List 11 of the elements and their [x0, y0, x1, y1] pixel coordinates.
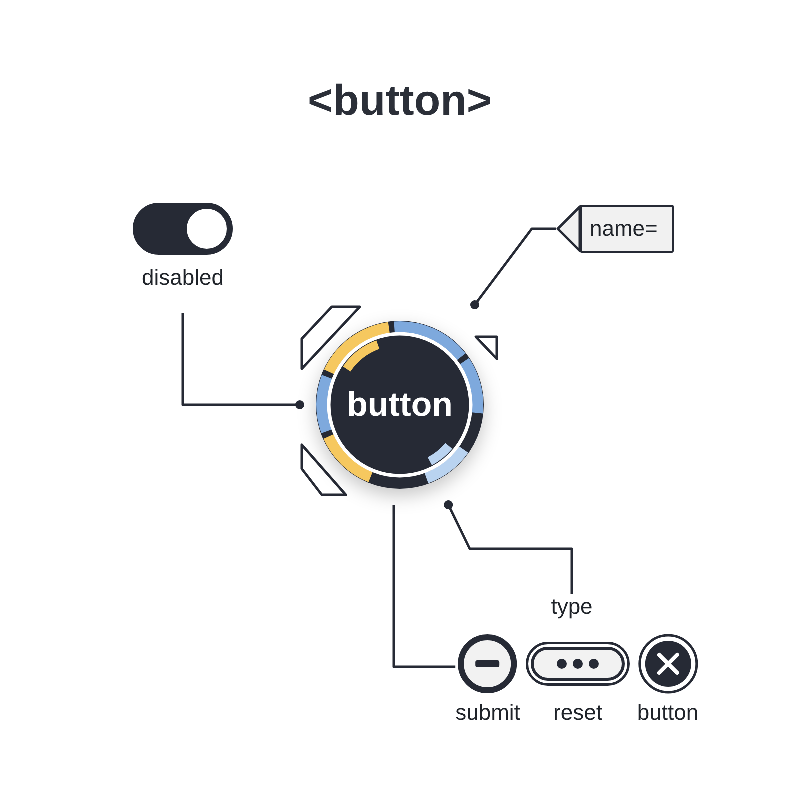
- button-label: button: [347, 385, 453, 425]
- leader-line: [392, 505, 456, 668]
- diagram-title: <button>: [308, 76, 492, 126]
- option-label: reset: [554, 700, 602, 726]
- attribute-label: type: [551, 594, 593, 620]
- option-label: button: [637, 700, 699, 726]
- attribute-label: disabled: [142, 265, 224, 291]
- option-label: submit: [456, 700, 520, 726]
- leader-line: [182, 313, 304, 410]
- leader-line: [444, 500, 574, 594]
- leader-line: [470, 228, 556, 310]
